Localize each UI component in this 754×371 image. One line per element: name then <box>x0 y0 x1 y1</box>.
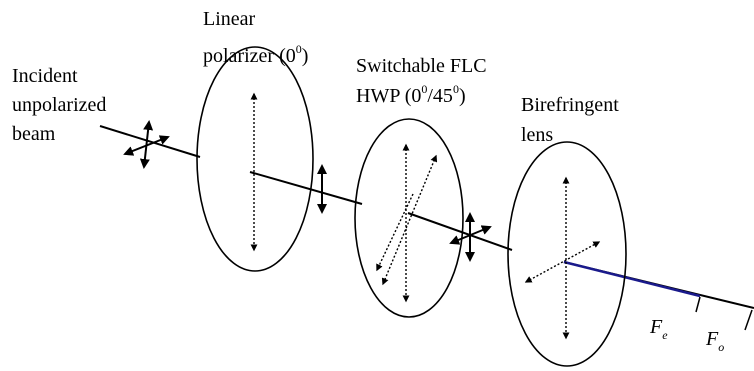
incident-label: Incident unpolarized beam <box>12 65 111 145</box>
hwp-diagonal-arrow <box>376 193 414 272</box>
fe-label: Fe <box>649 316 668 342</box>
hwp-axis-45-arrow <box>381 154 438 286</box>
extraordinary-beam <box>563 260 701 298</box>
fo-tick <box>744 309 753 331</box>
dual-polarization-arrows-icon <box>449 212 492 262</box>
hwp-ellipse <box>354 118 464 318</box>
fo-label: Fo <box>705 328 724 354</box>
lens-label: Birefringent lens <box>521 94 624 146</box>
linear-polarizer-ellipse <box>196 46 314 272</box>
lens-diagonal-arrow <box>524 241 601 283</box>
fe-tick <box>695 296 701 313</box>
hwp-label: Switchable FLC HWP (00/450) <box>356 55 492 107</box>
birefringent-lens-ellipse <box>507 141 627 367</box>
optical-axis <box>99 125 754 309</box>
polarizer-label: Linear polarizer (00) <box>203 8 308 67</box>
unpolarized-arrows-icon <box>123 120 170 169</box>
